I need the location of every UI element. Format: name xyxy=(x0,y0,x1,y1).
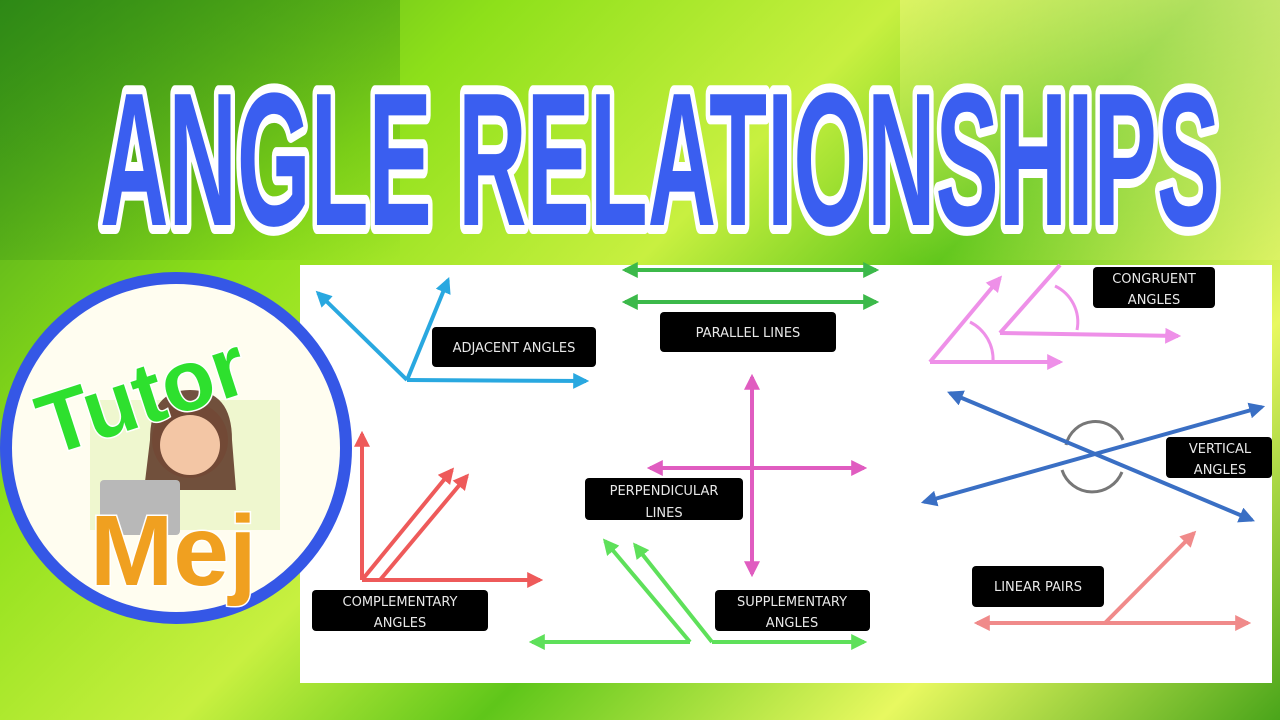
svg-text:COMPLEMENTARY: COMPLEMENTARY xyxy=(343,595,458,610)
linear-pairs-diagram xyxy=(973,530,1252,631)
channel-logo: Tutor Mej xyxy=(0,272,352,624)
supplementary-angles-diagram xyxy=(528,538,868,650)
svg-text:VERTICAL: VERTICAL xyxy=(1189,442,1252,457)
svg-text:CONGRUENT: CONGRUENT xyxy=(1112,272,1196,287)
svg-text:ANGLES: ANGLES xyxy=(1194,463,1246,478)
label-adjacent-angles: ADJACENT ANGLES xyxy=(432,327,596,367)
svg-text:LINES: LINES xyxy=(645,506,682,521)
svg-text:ANGLES: ANGLES xyxy=(374,616,426,631)
svg-text:ADJACENT ANGLES: ADJACENT ANGLES xyxy=(453,341,576,356)
adjacent-angles-diagram xyxy=(315,277,590,389)
label-complementary-angles: COMPLEMENTARY ANGLES xyxy=(312,590,488,631)
label-vertical-angles: VERTICAL ANGLES xyxy=(1166,437,1272,478)
perpendicular-lines-diagram xyxy=(646,373,868,578)
label-parallel-lines: PARALLEL LINES xyxy=(660,312,836,352)
label-linear-pairs: LINEAR PAIRS xyxy=(972,566,1104,607)
svg-text:SUPPLEMENTARY: SUPPLEMENTARY xyxy=(737,595,847,610)
svg-text:LINEAR PAIRS: LINEAR PAIRS xyxy=(994,580,1082,595)
complementary-angles-diagram xyxy=(354,430,544,588)
svg-text:PERPENDICULAR: PERPENDICULAR xyxy=(610,484,719,499)
page-title: ANGLE RELATIONSHIPS xyxy=(100,54,1220,266)
vertical-angles-diagram xyxy=(920,390,1266,523)
background-shard xyxy=(900,0,1280,260)
label-perpendicular-lines: PERPENDICULAR LINES xyxy=(585,478,743,521)
congruent-angles-diagram xyxy=(928,263,1182,370)
label-supplementary-angles: SUPPLEMENTARY ANGLES xyxy=(715,590,870,631)
logo-text-mej: Mej xyxy=(90,495,257,607)
svg-text:ANGLES: ANGLES xyxy=(766,616,818,631)
parallel-lines-diagram xyxy=(621,262,880,310)
label-congruent-angles: CONGRUENT ANGLES xyxy=(1093,267,1215,308)
svg-text:PARALLEL LINES: PARALLEL LINES xyxy=(696,326,801,341)
svg-text:ANGLES: ANGLES xyxy=(1128,293,1180,308)
background-shard xyxy=(0,0,400,260)
